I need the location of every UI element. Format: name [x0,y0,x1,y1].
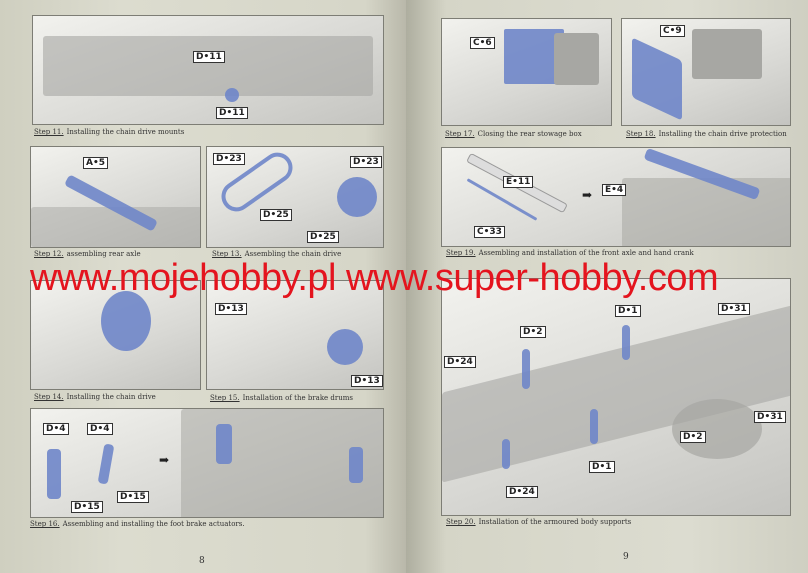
step-20-illustration: D•31 D•1 D•2 D•24 D•31 D•2 D•1 D•24 [441,278,791,516]
part-label: D•13 [215,303,247,315]
part-label: D•2 [520,326,546,338]
step-17-caption: Step 17.Closing the rear stowage box [445,130,582,138]
part-label: A•5 [83,157,108,169]
page-number: 9 [623,552,629,562]
step-13-illustration: D•23 D•23 D•25 D•25 [206,146,384,248]
part-label: D•24 [444,356,476,368]
step-12-caption: Step 12.assembling rear axle [34,250,141,258]
part-label: D•15 [71,501,103,513]
part-label: D•11 [193,51,225,63]
step-13-caption: Step 13.Assembling the chain drive [212,250,342,258]
left-page: D•11 D•11 Step 11.Installing the chain d… [0,0,406,573]
step-17-illustration: C•6 [441,18,612,126]
part-label: D•11 [216,107,248,119]
part-label: D•25 [307,231,339,243]
part-label: E•4 [602,184,627,196]
part-label: C•33 [474,226,505,238]
step-14-caption: Step 14.Installing the chain drive [34,393,156,401]
step-20-caption: Step 20.Installation of the armoured bod… [446,518,632,526]
part-label: E•11 [503,176,534,188]
step-19-caption: Step 19.Assembling and installation of t… [446,249,694,257]
step-19-illustration: ➡ E•11 C•33 E•4 [441,147,791,247]
part-label: D•1 [589,461,615,473]
step-15-caption: Step 15.Installation of the brake drums [210,394,353,402]
part-label: D•23 [213,153,245,165]
part-label: D•4 [43,423,69,435]
part-label: D•1 [615,305,641,317]
watermark: www.mojehobby.pl www.super-hobby.com [30,257,719,299]
arrow-right-icon: ➡ [582,188,593,202]
step-11-illustration: D•11 D•11 [32,15,384,125]
part-label: C•6 [470,37,495,49]
step-18-illustration: C•9 [621,18,791,126]
part-label: D•24 [506,486,538,498]
step-16-illustration: ➡ D•4 D•4 D•15 D•15 [30,408,384,518]
step-14-illustration [30,280,201,390]
arrow-right-icon: ➡ [159,453,170,467]
part-label: D•2 [680,431,706,443]
part-label: D•13 [351,375,383,387]
page-number: 8 [199,556,205,566]
part-label: D•23 [350,156,382,168]
part-label: D•25 [260,209,292,221]
part-label: D•31 [754,411,786,423]
part-label: D•4 [87,423,113,435]
part-label: C•9 [660,25,685,37]
part-label: D•15 [117,491,149,503]
right-page: C•6 C•9 Step 17.Closing the rear stowage… [406,0,808,573]
step-15-illustration: D•13 D•13 [206,280,384,390]
step-12-illustration: A•5 [30,146,201,248]
step-11-caption: Step 11.Installing the chain drive mount… [34,128,185,136]
part-label: D•31 [718,303,750,315]
step-16-caption: Step 16.Assembling and installing the fo… [30,520,245,528]
step-18-caption: Step 18.Installing the chain drive prote… [626,130,787,138]
